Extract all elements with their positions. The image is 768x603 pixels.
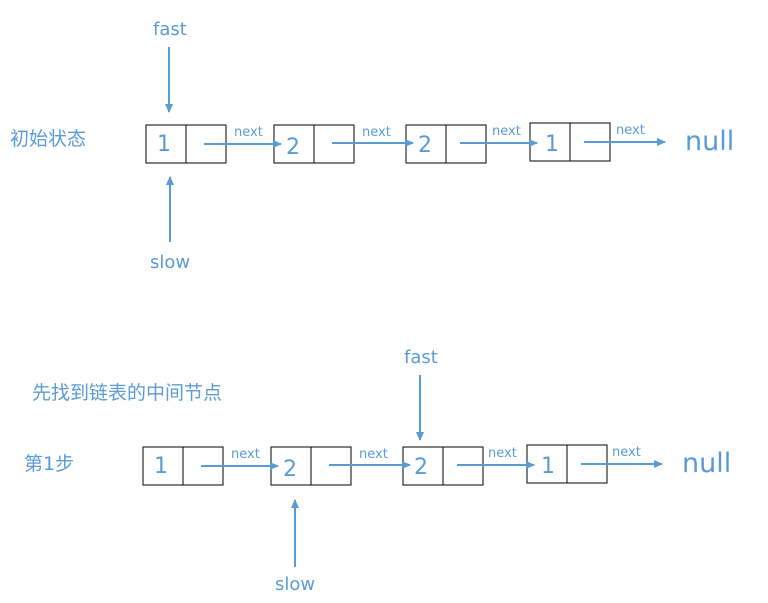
state1-next-label-3: next	[492, 124, 521, 139]
state2-slow-label: slow	[275, 574, 316, 595]
state1-next-label-1: next	[234, 125, 263, 140]
state2-node1-value: 1	[154, 454, 168, 479]
state2-next-label-3: next	[488, 446, 517, 461]
state1-label: 初始状态	[10, 128, 87, 150]
state1-node1-value: 1	[157, 132, 171, 157]
state2-heading: 先找到链表的中间节点	[32, 382, 223, 404]
state1-fast-label: fast	[153, 19, 187, 40]
state1-slow-label: slow	[150, 252, 191, 273]
state2-node4-value: 1	[541, 454, 555, 479]
state2-next-label-4: next	[612, 445, 641, 460]
state2-null-label: null	[682, 448, 732, 479]
state1-node2-value: 2	[286, 135, 300, 160]
state2-node2-value: 2	[283, 457, 297, 482]
state1-node3-value: 2	[418, 133, 432, 158]
state2-label: 第1步	[24, 453, 75, 475]
state2-fast-label: fast	[404, 347, 438, 368]
state1-next-label-2: next	[362, 125, 391, 140]
state1-node4-value: 1	[545, 132, 559, 157]
state2-next-label-2: next	[359, 447, 388, 462]
state2-next-label-1: next	[231, 447, 260, 462]
state1-null-label: null	[685, 126, 735, 157]
state2-node3-value: 2	[414, 455, 428, 480]
state1-next-label-4: next	[616, 123, 645, 138]
